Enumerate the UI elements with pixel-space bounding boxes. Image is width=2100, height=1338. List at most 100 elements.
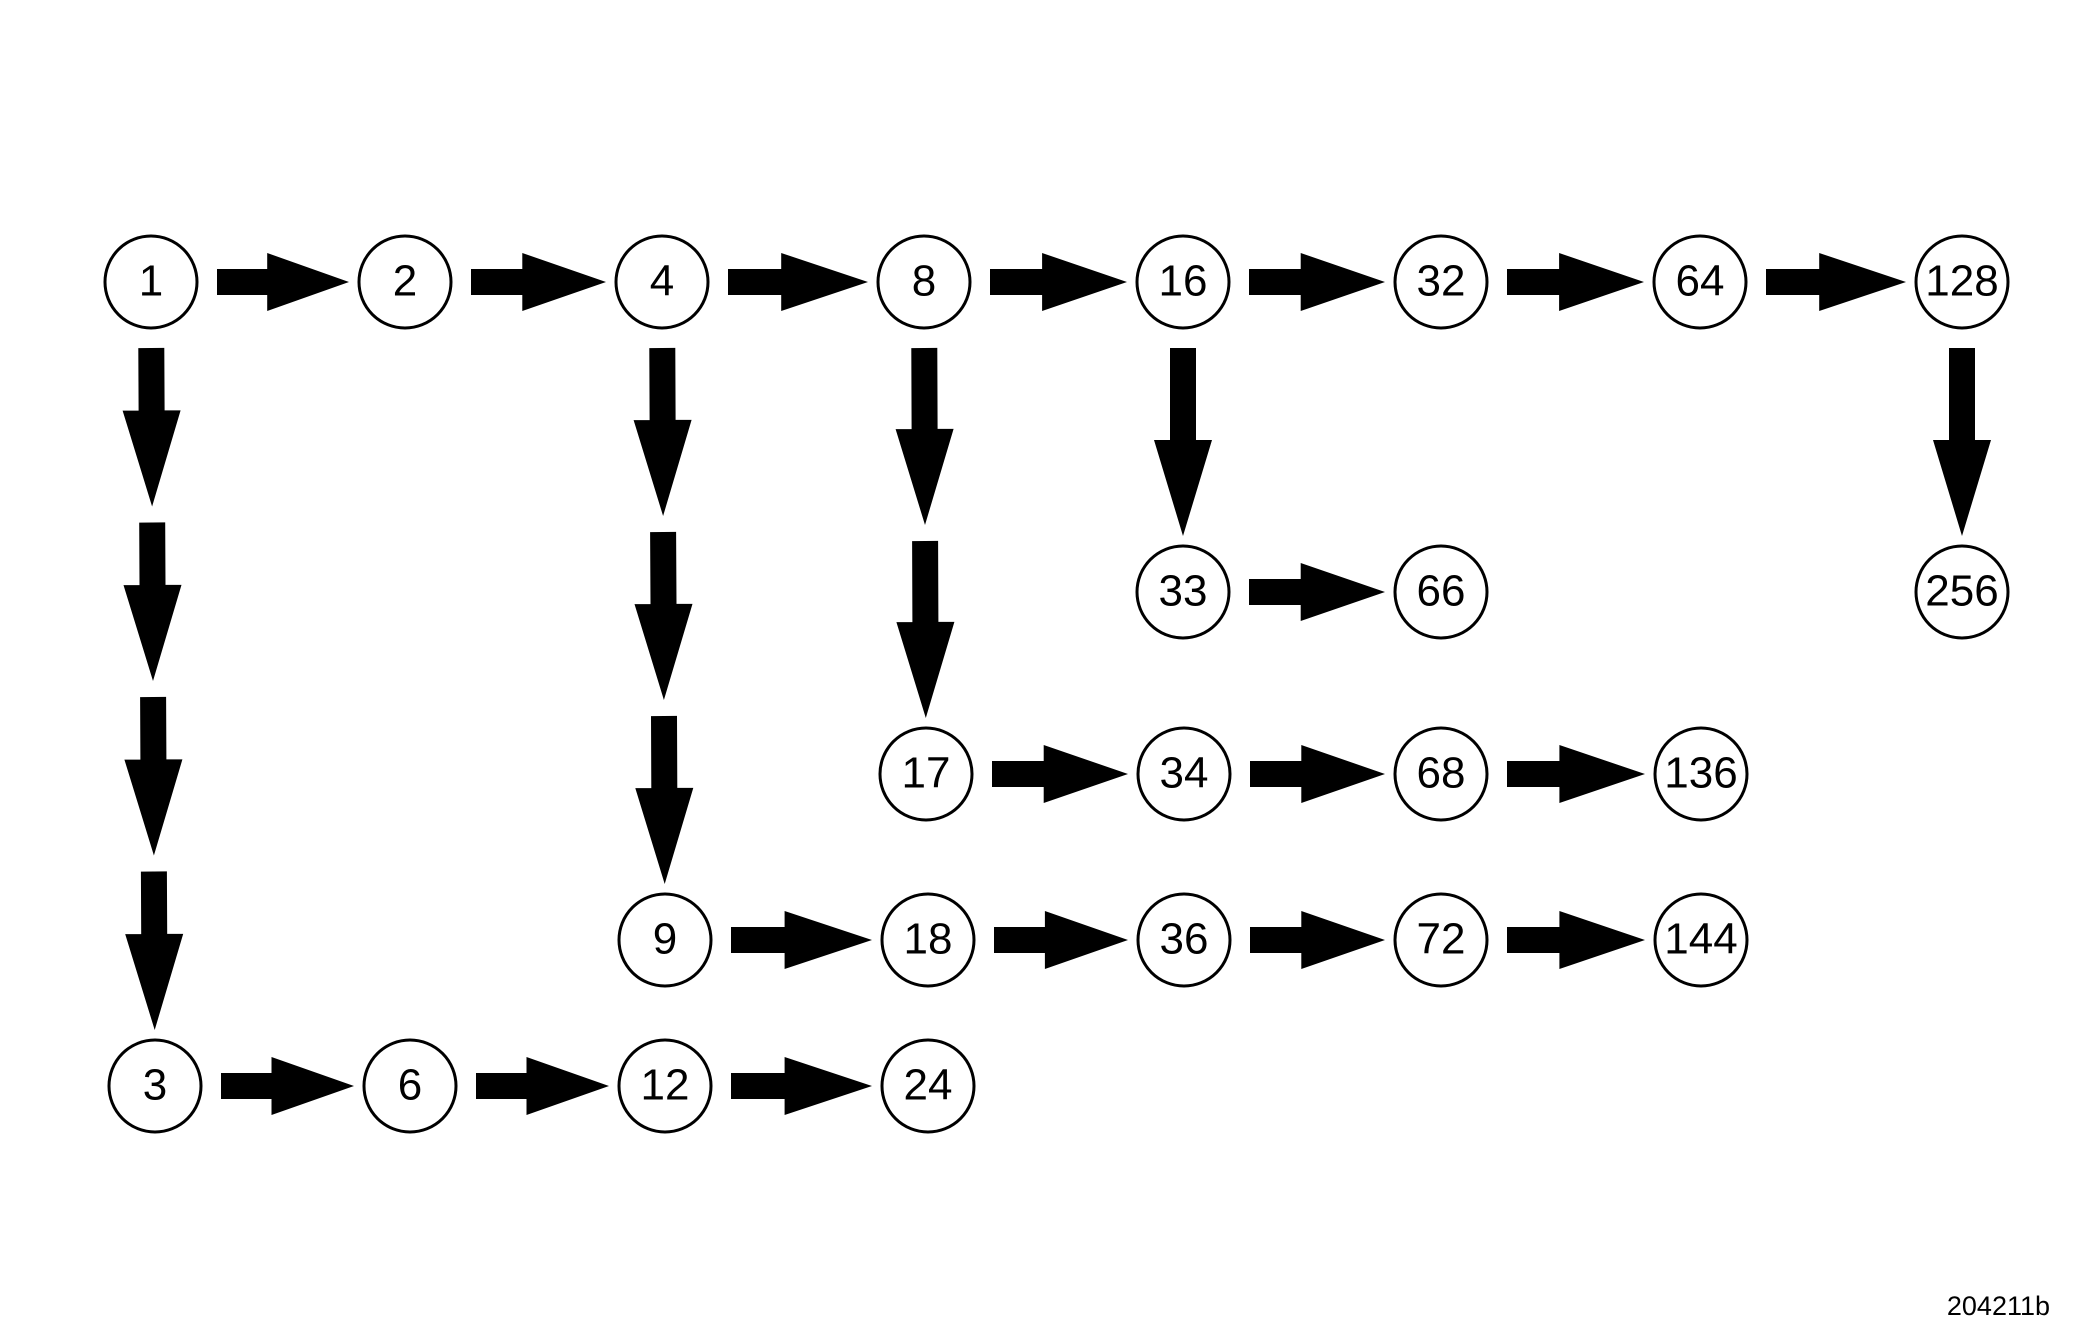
node-circle (1135, 544, 1231, 640)
node-32: 32 (1393, 234, 1489, 330)
node-9: 9 (617, 892, 713, 988)
node-circle (1652, 234, 1748, 330)
arrow-n2-to-n4 (471, 253, 606, 311)
node-circle (1914, 544, 2010, 640)
node-circle (1136, 726, 1232, 822)
node-circle (107, 1038, 203, 1134)
arrow-n4-to-n9-3 (635, 715, 694, 884)
node-label: 4 (650, 257, 674, 306)
node-label: 36 (1160, 915, 1209, 964)
node-circle (878, 726, 974, 822)
arrow-n1-to-n2 (217, 253, 349, 311)
node-circle (1135, 234, 1231, 330)
arrow-n17-to-n34 (992, 745, 1128, 803)
arrow-n1-to-n3-4 (125, 871, 184, 1030)
node-3: 3 (107, 1038, 203, 1134)
arrow-n32-to-n64 (1507, 253, 1644, 311)
arrow-n3-to-n6 (221, 1057, 354, 1115)
node-label: 34 (1160, 749, 1209, 798)
arrow-n1-to-n3-3 (124, 696, 183, 856)
node-circle (1393, 544, 1489, 640)
node-33: 33 (1135, 544, 1231, 640)
arrow-n72-to-n144 (1507, 911, 1645, 969)
node-label: 2 (393, 257, 417, 306)
figure-id: 204211b (1946, 1291, 2050, 1321)
node-circle (1393, 892, 1489, 988)
node-circle (617, 1038, 713, 1134)
node-34: 34 (1136, 726, 1232, 822)
node-2: 2 (357, 234, 453, 330)
arrow-n68-to-n136 (1507, 745, 1645, 803)
node-label: 17 (902, 749, 951, 798)
node-label: 16 (1159, 257, 1208, 306)
node-label: 18 (904, 915, 953, 964)
node-72: 72 (1393, 892, 1489, 988)
arrow-n8-to-n17-2 (896, 540, 955, 718)
node-label: 9 (653, 915, 677, 964)
node-144: 144 (1653, 892, 1749, 988)
node-128: 128 (1914, 234, 2010, 330)
node-16: 16 (1135, 234, 1231, 330)
node-circle (1914, 234, 2010, 330)
arrow-n16-to-n33 (1154, 348, 1212, 536)
arrow-n6-to-n12 (476, 1057, 609, 1115)
arrow-n8-to-n17-1 (895, 347, 954, 525)
arrow-n8-to-n16 (990, 253, 1127, 311)
arrow-n1-to-n3-2 (123, 522, 182, 681)
arrow-n34-to-n68 (1250, 745, 1385, 803)
node-label: 12 (641, 1061, 690, 1110)
arrow-n9-to-n18 (731, 911, 872, 969)
node-4: 4 (614, 234, 710, 330)
node-circle (103, 234, 199, 330)
arrow-n4-to-n9-1 (633, 347, 692, 516)
node-18: 18 (880, 892, 976, 988)
node-label: 32 (1417, 257, 1466, 306)
node-circle (1393, 726, 1489, 822)
arrow-n4-to-n9-2 (634, 531, 693, 700)
node-circle (1393, 234, 1489, 330)
node-circle (880, 1038, 976, 1134)
node-circle (614, 234, 710, 330)
arrow-n33-to-n66 (1249, 563, 1385, 621)
node-label: 33 (1159, 567, 1208, 616)
node-label: 72 (1417, 915, 1466, 964)
arrow-n16-to-n32 (1249, 253, 1385, 311)
node-24: 24 (880, 1038, 976, 1134)
node-36: 36 (1136, 892, 1232, 988)
node-label: 128 (1925, 257, 1998, 306)
node-6: 6 (362, 1038, 458, 1134)
node-circle (876, 234, 972, 330)
node-circle (1653, 726, 1749, 822)
node-circle (357, 234, 453, 330)
node-136: 136 (1653, 726, 1749, 822)
node-label: 144 (1664, 915, 1737, 964)
node-8: 8 (876, 234, 972, 330)
node-label: 3 (143, 1061, 167, 1110)
node-64: 64 (1652, 234, 1748, 330)
node-256: 256 (1914, 544, 2010, 640)
node-68: 68 (1393, 726, 1489, 822)
arrow-n4-to-n8 (728, 253, 868, 311)
arrow-n18-to-n36 (994, 911, 1128, 969)
node-label: 256 (1925, 567, 1998, 616)
node-label: 136 (1664, 749, 1737, 798)
arrow-n12-to-n24 (731, 1057, 872, 1115)
node-label: 66 (1417, 567, 1466, 616)
node-circle (1653, 892, 1749, 988)
node-1: 1 (103, 234, 199, 330)
node-circle (362, 1038, 458, 1134)
node-label: 1 (139, 257, 163, 306)
node-circle (1136, 892, 1232, 988)
node-17: 17 (878, 726, 974, 822)
arrow-n1-to-n3-1 (122, 347, 181, 507)
node-label: 68 (1417, 749, 1466, 798)
node-12: 12 (617, 1038, 713, 1134)
node-66: 66 (1393, 544, 1489, 640)
arrow-n36-to-n72 (1250, 911, 1385, 969)
arrow-n128-to-n256 (1933, 348, 1991, 536)
node-label: 24 (904, 1061, 953, 1110)
node-circle (880, 892, 976, 988)
node-label: 6 (398, 1061, 422, 1110)
